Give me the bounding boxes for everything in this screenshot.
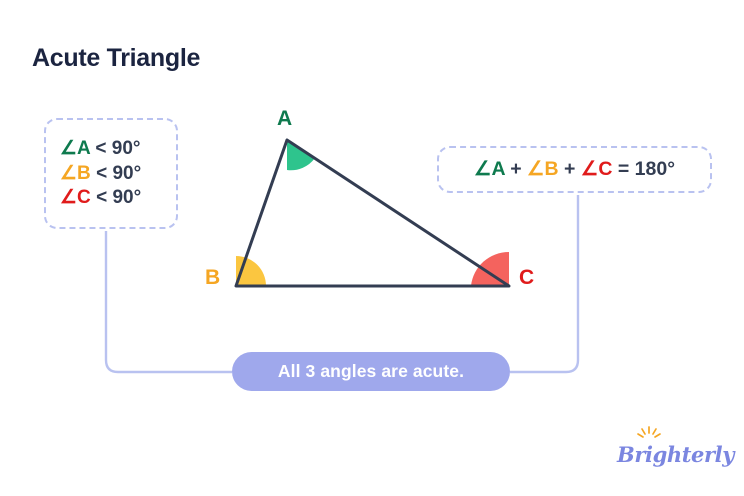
inequality-row-a: ∠A < 90° bbox=[60, 137, 176, 159]
inequality-row-c: ∠C < 90° bbox=[60, 188, 176, 208]
sum-term-c: ∠C bbox=[580, 158, 613, 181]
angle-sum-equation: ∠A + ∠B + ∠C = 180° bbox=[474, 159, 675, 179]
vertex-label-c: C bbox=[519, 266, 535, 289]
summary-banner-text: All 3 angles are acute. bbox=[277, 361, 465, 381]
operator-b: < bbox=[96, 162, 108, 184]
vertex-letter-a: A bbox=[77, 137, 91, 159]
value-b: 90° bbox=[112, 162, 142, 184]
angle-term-c: ∠C bbox=[60, 187, 91, 208]
value-c: 90° bbox=[112, 187, 142, 209]
sum-total: 180° bbox=[634, 158, 676, 181]
inequality-row-b: ∠B < 90° bbox=[60, 162, 176, 184]
angle-term-a: ∠A bbox=[60, 138, 90, 159]
angle-symbol-icon: ∠ bbox=[60, 187, 78, 209]
sum-term-b: ∠B bbox=[527, 158, 559, 181]
angle-term-b: ∠B bbox=[60, 163, 91, 184]
angle-wedge-a bbox=[287, 140, 315, 171]
connector-right bbox=[510, 195, 580, 374]
angle-symbol-icon: ∠ bbox=[60, 162, 78, 184]
sunburst-icon bbox=[637, 426, 661, 438]
sum-term-a: ∠A bbox=[473, 158, 505, 181]
vertex-label-a: A bbox=[277, 107, 293, 130]
sum-plus-2: + bbox=[564, 158, 576, 181]
brighterly-logo-text: Brighterly bbox=[617, 442, 735, 467]
callout-angle-sum: ∠A + ∠B + ∠C = 180° bbox=[437, 146, 712, 193]
sum-plus-1: + bbox=[510, 158, 522, 181]
brighterly-logo: Brighterly bbox=[617, 436, 734, 470]
vertex-letter-b: B bbox=[77, 162, 91, 184]
vertex-label-b: B bbox=[205, 266, 221, 289]
sum-equals: = bbox=[617, 158, 630, 181]
angle-symbol-icon: ∠ bbox=[60, 137, 78, 159]
operator-c: < bbox=[96, 187, 108, 209]
callout-angle-inequalities: ∠A < 90° ∠B < 90° ∠C < 90° bbox=[44, 118, 178, 229]
connector-left bbox=[104, 231, 232, 374]
vertex-letter-c: C bbox=[77, 187, 91, 209]
value-a: 90° bbox=[111, 137, 141, 159]
angle-wedge-c bbox=[471, 251, 509, 286]
triangle-outline bbox=[234, 138, 511, 288]
operator-a: < bbox=[95, 137, 107, 159]
summary-banner: All 3 angles are acute. bbox=[232, 352, 510, 391]
page-title: Acute Triangle bbox=[32, 44, 201, 72]
